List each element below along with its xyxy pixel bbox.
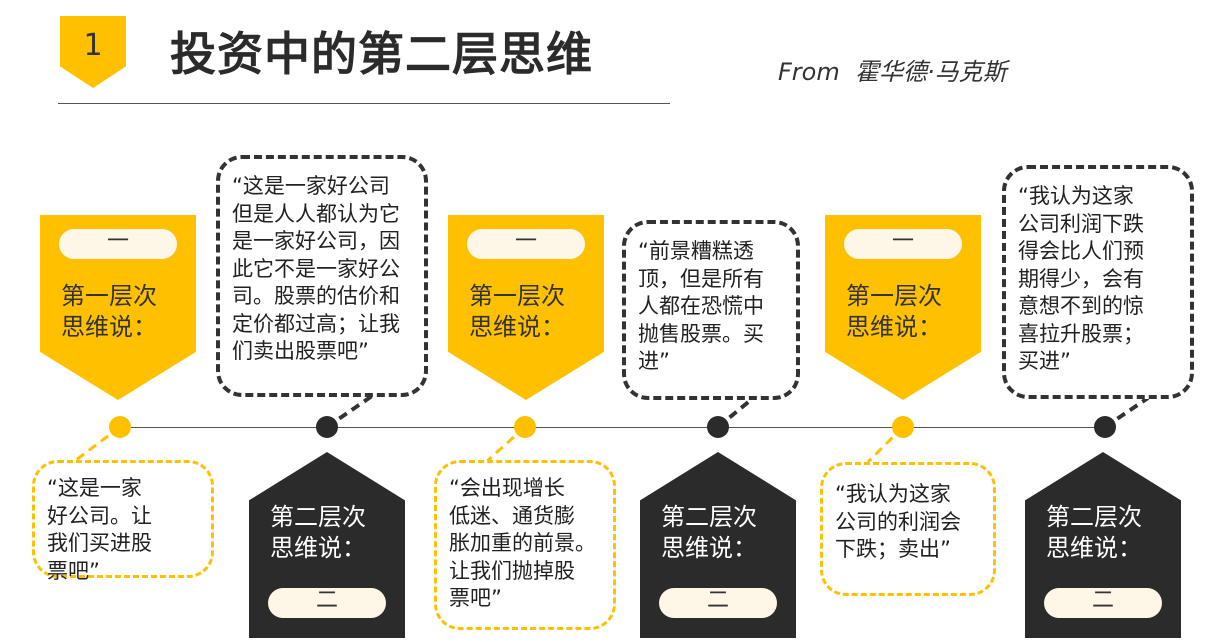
quote-text: “这是一家好公司 但是人人都认为它 是一家好公司，因 此它不是一家好公 司。股票… — [232, 174, 400, 363]
timeline-dot — [514, 416, 536, 438]
quote-text: “前景糟糕透 顶，但是所有 人都在恐慌中 抛售股票。买 进” — [638, 239, 764, 373]
first-level-quote-bubble: “我认为这家 公司的利润会 下跌；卖出” — [820, 462, 996, 596]
level-pill: 二 — [659, 588, 777, 618]
second-level-quote-bubble: “我认为这家 公司利润下跌 得会比人们预 期得少，会有 意想不到的惊 喜拉升股票… — [1002, 165, 1194, 399]
first-level-label: 第一层次 思维说： — [61, 282, 157, 341]
level-pill: 二 — [268, 588, 386, 618]
quote-text: “我认为这家 公司的利润会 下跌；卖出” — [835, 482, 961, 561]
second-level-label: 第二层次 思维说： — [661, 503, 757, 562]
first-level-pennant: 一 第一层次 思维说： — [40, 215, 196, 400]
first-level-label: 第一层次 思维说： — [846, 282, 942, 341]
second-level-house: 第二层次 思维说： 二 — [1025, 452, 1181, 638]
level-pill: 一 — [59, 229, 177, 259]
first-level-label: 第一层次 思维说： — [469, 282, 565, 341]
quote-text: “我认为这家 公司利润下跌 得会比人们预 期得少，会有 意想不到的惊 喜拉升股票… — [1018, 184, 1144, 373]
second-level-label: 第二层次 思维说： — [270, 503, 366, 562]
second-level-quote-bubble: “前景糟糕透 顶，但是所有 人都在恐慌中 抛售股票。买 进” — [622, 220, 800, 400]
level-pill: 一 — [844, 229, 962, 259]
second-level-quote-bubble: “这是一家好公司 但是人人都认为它 是一家好公司，因 此它不是一家好公 司。股票… — [216, 155, 428, 397]
timeline-dot — [1094, 416, 1116, 438]
timeline-dot — [109, 416, 131, 438]
first-level-quote-bubble: “会出现增长 低迷、通货膨 胀加重的前景。 让我们抛掉股 票吧” — [434, 460, 616, 630]
timeline-dot — [316, 416, 338, 438]
level-pill: 一 — [467, 229, 585, 259]
timeline-dot — [707, 416, 729, 438]
second-level-house: 第二层次 思维说： 二 — [249, 452, 405, 638]
level-pill: 二 — [1044, 588, 1162, 618]
attribution-text: From 霍华德·马克斯 — [778, 58, 1007, 86]
first-level-pennant: 一 第一层次 思维说： — [825, 215, 981, 400]
first-level-quote-bubble: “这是一家 好公司。让 我们买进股 票吧” — [32, 460, 214, 583]
section-number-badge: 1 — [60, 16, 126, 88]
title-divider — [58, 103, 670, 104]
second-level-house: 第二层次 思维说： 二 — [640, 452, 796, 638]
second-level-label: 第二层次 思维说： — [1046, 503, 1142, 562]
section-number: 1 — [83, 28, 103, 63]
timeline-dot — [892, 416, 914, 438]
quote-text: “会出现增长 低迷、通货膨 胀加重的前景。 让我们抛掉股 票吧” — [449, 476, 596, 610]
page-title: 投资中的第二层思维 — [170, 27, 593, 81]
quote-text: “这是一家 好公司。让 我们买进股 票吧” — [47, 476, 152, 583]
timeline-axis — [118, 427, 1108, 428]
first-level-pennant: 一 第一层次 思维说： — [448, 215, 604, 400]
